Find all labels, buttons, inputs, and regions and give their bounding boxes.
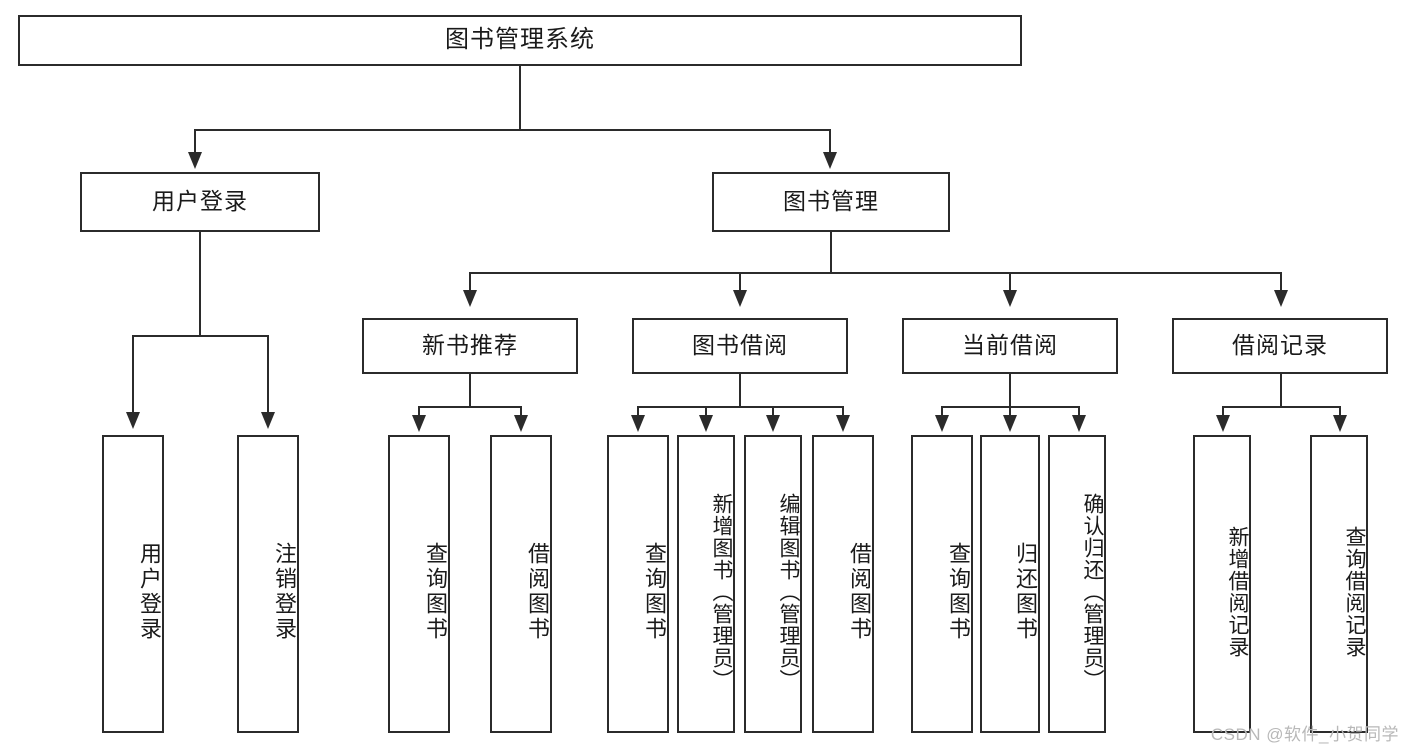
connector-borrow-record-bus xyxy=(1222,406,1340,408)
connector-to-new-book-recommend xyxy=(469,272,471,302)
connector-borrow-record-stem xyxy=(1280,374,1282,408)
node-user-login[interactable]: 用户登录 xyxy=(80,172,320,232)
arrowhead-to-leaf-borrow-book-1 xyxy=(514,415,528,432)
connector-new-book-recommend-bus xyxy=(418,406,521,408)
connector-book-management-bus xyxy=(469,272,1281,274)
leaf-query-book-2[interactable]: 查询图书 xyxy=(607,435,669,733)
csdn-watermark: CSDN @软件_小贺同学 xyxy=(1210,725,1399,744)
connector-book-management-stem xyxy=(830,232,832,274)
arrowhead-to-leaf-user-login xyxy=(126,412,140,429)
node-borrow-record[interactable]: 借阅记录 xyxy=(1172,318,1388,374)
connector-current-borrow-stem xyxy=(1009,374,1011,408)
connector-root-to-book-management xyxy=(829,129,831,154)
connector-cb-3 xyxy=(1078,406,1080,418)
arrowhead-to-borrow-record xyxy=(1274,290,1288,307)
arrowhead-to-leaf-return-book xyxy=(1003,415,1017,432)
arrowhead-to-book-management xyxy=(823,152,837,169)
leaf-borrow-book-1[interactable]: 借阅图书 xyxy=(490,435,552,733)
connector-to-borrow-record xyxy=(1280,272,1282,302)
connector-book-borrow-stem xyxy=(739,374,741,408)
arrowhead-to-book-borrow xyxy=(733,290,747,307)
node-new-book-recommend[interactable]: 新书推荐 xyxy=(362,318,578,374)
arrowhead-to-new-book-recommend xyxy=(463,290,477,307)
connector-cb-1 xyxy=(941,406,943,418)
arrowhead-to-current-borrow xyxy=(1003,290,1017,307)
arrowhead-to-leaf-logout xyxy=(261,412,275,429)
node-book-borrow[interactable]: 图书借阅 xyxy=(632,318,848,374)
arrowhead-to-leaf-query-book-2 xyxy=(631,415,645,432)
connector-nbr-left xyxy=(418,406,420,418)
connector-root-stem xyxy=(519,66,521,129)
connector-bb-1 xyxy=(637,406,639,418)
arrowhead-to-user-login xyxy=(188,152,202,169)
connector-bb-4 xyxy=(842,406,844,418)
connector-user-login-stem xyxy=(199,232,201,336)
connector-user-login-to-leaf-login xyxy=(132,335,134,415)
leaf-borrow-book-2[interactable]: 借阅图书 xyxy=(812,435,874,733)
node-root-book-management-system[interactable]: 图书管理系统 xyxy=(18,15,1022,66)
connector-br-2 xyxy=(1339,406,1341,418)
connector-nbr-right xyxy=(520,406,522,418)
node-book-management[interactable]: 图书管理 xyxy=(712,172,950,232)
arrowhead-to-leaf-add-record xyxy=(1216,415,1230,432)
arrowhead-to-leaf-query-book-1 xyxy=(412,415,426,432)
leaf-add-record[interactable]: 新增借阅记录 xyxy=(1193,435,1251,733)
connector-bb-3 xyxy=(772,406,774,418)
arrowhead-to-leaf-edit-book xyxy=(766,415,780,432)
leaf-logout[interactable]: 注销登录 xyxy=(237,435,299,733)
leaf-return-book[interactable]: 归还图书 xyxy=(980,435,1040,733)
arrowhead-to-leaf-query-book-3 xyxy=(935,415,949,432)
connector-new-book-recommend-stem xyxy=(469,374,471,408)
node-current-borrow[interactable]: 当前借阅 xyxy=(902,318,1118,374)
leaf-query-book-3[interactable]: 查询图书 xyxy=(911,435,973,733)
arrowhead-to-leaf-add-book xyxy=(699,415,713,432)
leaf-query-book-1[interactable]: 查询图书 xyxy=(388,435,450,733)
connector-bb-2 xyxy=(705,406,707,418)
leaf-add-book[interactable]: 新增图书（管理员） xyxy=(677,435,735,733)
connector-br-1 xyxy=(1222,406,1224,418)
arrowhead-to-leaf-borrow-book-2 xyxy=(836,415,850,432)
connector-root-bus xyxy=(194,129,831,131)
connector-book-borrow-bus xyxy=(637,406,843,408)
leaf-edit-book[interactable]: 编辑图书（管理员） xyxy=(744,435,802,733)
leaf-user-login[interactable]: 用户登录 xyxy=(102,435,164,733)
leaf-query-record[interactable]: 查询借阅记录 xyxy=(1310,435,1368,733)
connector-to-current-borrow xyxy=(1009,272,1011,302)
connector-user-login-to-leaf-logout xyxy=(267,335,269,415)
connector-root-to-user-login xyxy=(194,129,196,154)
leaf-confirm-return[interactable]: 确认归还（管理员） xyxy=(1048,435,1106,733)
arrowhead-to-leaf-query-record xyxy=(1333,415,1347,432)
arrowhead-to-leaf-confirm-return xyxy=(1072,415,1086,432)
connector-to-book-borrow xyxy=(739,272,741,302)
connector-user-login-bus xyxy=(132,335,268,337)
connector-cb-2 xyxy=(1009,406,1011,418)
